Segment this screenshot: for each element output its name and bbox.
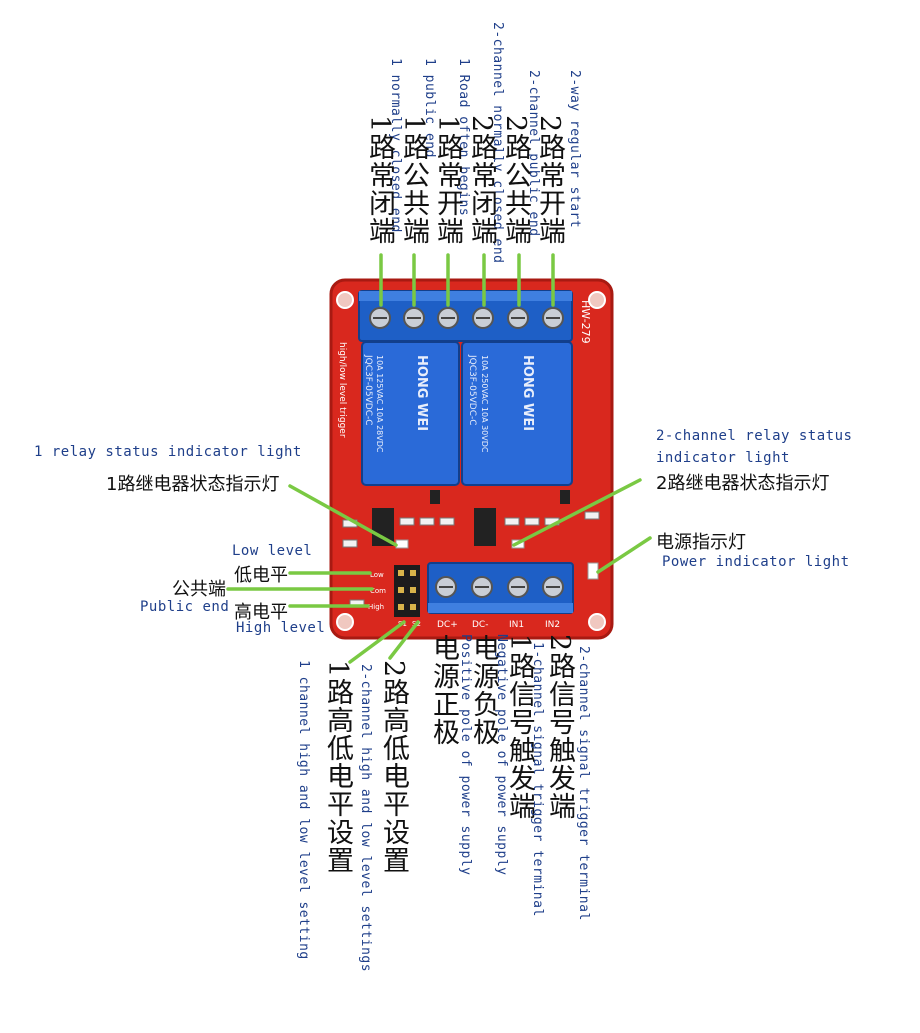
label-relay2-status-en: 2-channel relay status indicator light — [656, 428, 853, 466]
label-relay1-status-en: 1 relay status indicator light — [34, 444, 302, 460]
label-high-level-en: High level — [236, 620, 326, 636]
relay-1-rating: 10A 125VAC 10A 28VDC — [375, 355, 384, 453]
label-power-minus-en: Negative pole of power supply — [494, 634, 509, 876]
mount-hole — [588, 291, 606, 309]
label-1-no-cn: 1路常开端 — [432, 115, 463, 246]
mount-hole — [336, 291, 354, 309]
jumper-low-mark: Low — [370, 571, 384, 579]
label-ch2-level-cn: 2路高低电平设置 — [378, 660, 409, 875]
label-ch1-level-cn: 1路高低电平设置 — [322, 660, 353, 875]
relay-1 — [361, 341, 460, 486]
jumper-high-mark: High — [368, 603, 384, 611]
label-power-minus-cn: 电源负极 — [468, 634, 499, 746]
label-2-nc-cn: 2路常闭端 — [466, 115, 497, 246]
label-2-com-cn: 2路公共端 — [500, 115, 531, 246]
trigger-note: high/low level trigger — [337, 342, 347, 438]
label-2-com-en: 2-channel public end — [526, 70, 541, 237]
mount-hole — [588, 613, 606, 631]
label-power-plus-cn: 电源正极 — [428, 634, 459, 746]
label-power-plus-en: Positive pole of power supply — [458, 634, 473, 876]
label-power-led-en: Power indicator light — [662, 554, 850, 570]
label-1-com-cn: 1路公共端 — [398, 115, 429, 246]
pin-dc-plus: DC+ — [437, 620, 458, 630]
pin-dc-minus: DC- — [472, 620, 488, 630]
relay-1-brand: HONG WEI — [414, 355, 429, 431]
transistor — [430, 490, 440, 504]
label-in1-en: 1-channel signal trigger terminal — [530, 642, 545, 917]
label-ch2-level-en: 2-channel high and low level settings — [358, 664, 373, 973]
label-1-no-en: 1 Road often begins — [456, 58, 471, 217]
label-ch1-level-en: 1 channel high and low level setting — [296, 660, 311, 960]
label-power-led-cn: 电源指示灯 — [656, 532, 746, 553]
mount-hole — [336, 613, 354, 631]
input-screws — [435, 576, 564, 598]
pointer-lines — [226, 253, 652, 664]
label-low-level-cn: 低电平 — [234, 565, 288, 586]
jumper-block — [394, 565, 420, 617]
pin-in2: IN2 — [545, 620, 560, 630]
label-in1-cn: 1路信号触发端 — [504, 634, 535, 821]
label-relay2-status-cn: 2路继电器状态指示灯 — [656, 473, 830, 494]
label-1-com-en: 1 public end — [422, 58, 437, 158]
optocoupler-2 — [474, 508, 496, 546]
label-in2-en: 2-channel signal trigger terminal — [576, 646, 591, 921]
label-common-cn: 公共端 — [172, 579, 226, 600]
label-2-no-cn: 2路常开端 — [534, 115, 565, 246]
label-2-nc-en: 2-channel normally closed end — [490, 22, 505, 264]
board-code: HW-279 — [579, 300, 592, 344]
relay-2-brand: HONG WEI — [520, 355, 535, 431]
label-1-nc-cn: 1路常闭端 — [364, 115, 395, 246]
relay-2-rating: 10A 250VAC 10A 30VDC — [480, 355, 489, 453]
label-in2-cn: 2路信号触发端 — [544, 634, 575, 821]
label-2-no-en: 2-way regular start — [567, 70, 582, 229]
relay-1-model: JQC3F-05VDC-C — [363, 354, 373, 426]
label-1-nc-en: 1 normally closed end — [388, 58, 403, 233]
relay-2 — [461, 341, 573, 486]
jumper-com-mark: Com — [370, 587, 386, 595]
label-relay1-status-cn: 1路继电器状态指示灯 — [106, 474, 280, 495]
relay-2-model: JQC3F-05VDC-C — [467, 354, 477, 426]
relay-1-status-led — [395, 539, 409, 549]
label-common-en: Public end — [140, 599, 230, 615]
label-high-level-cn: 高电平 — [234, 602, 288, 623]
output-screws — [369, 307, 564, 329]
transistor — [560, 490, 570, 504]
pin-in1: IN1 — [509, 620, 524, 630]
power-led — [587, 562, 599, 580]
label-low-level-en: Low level — [232, 543, 313, 559]
